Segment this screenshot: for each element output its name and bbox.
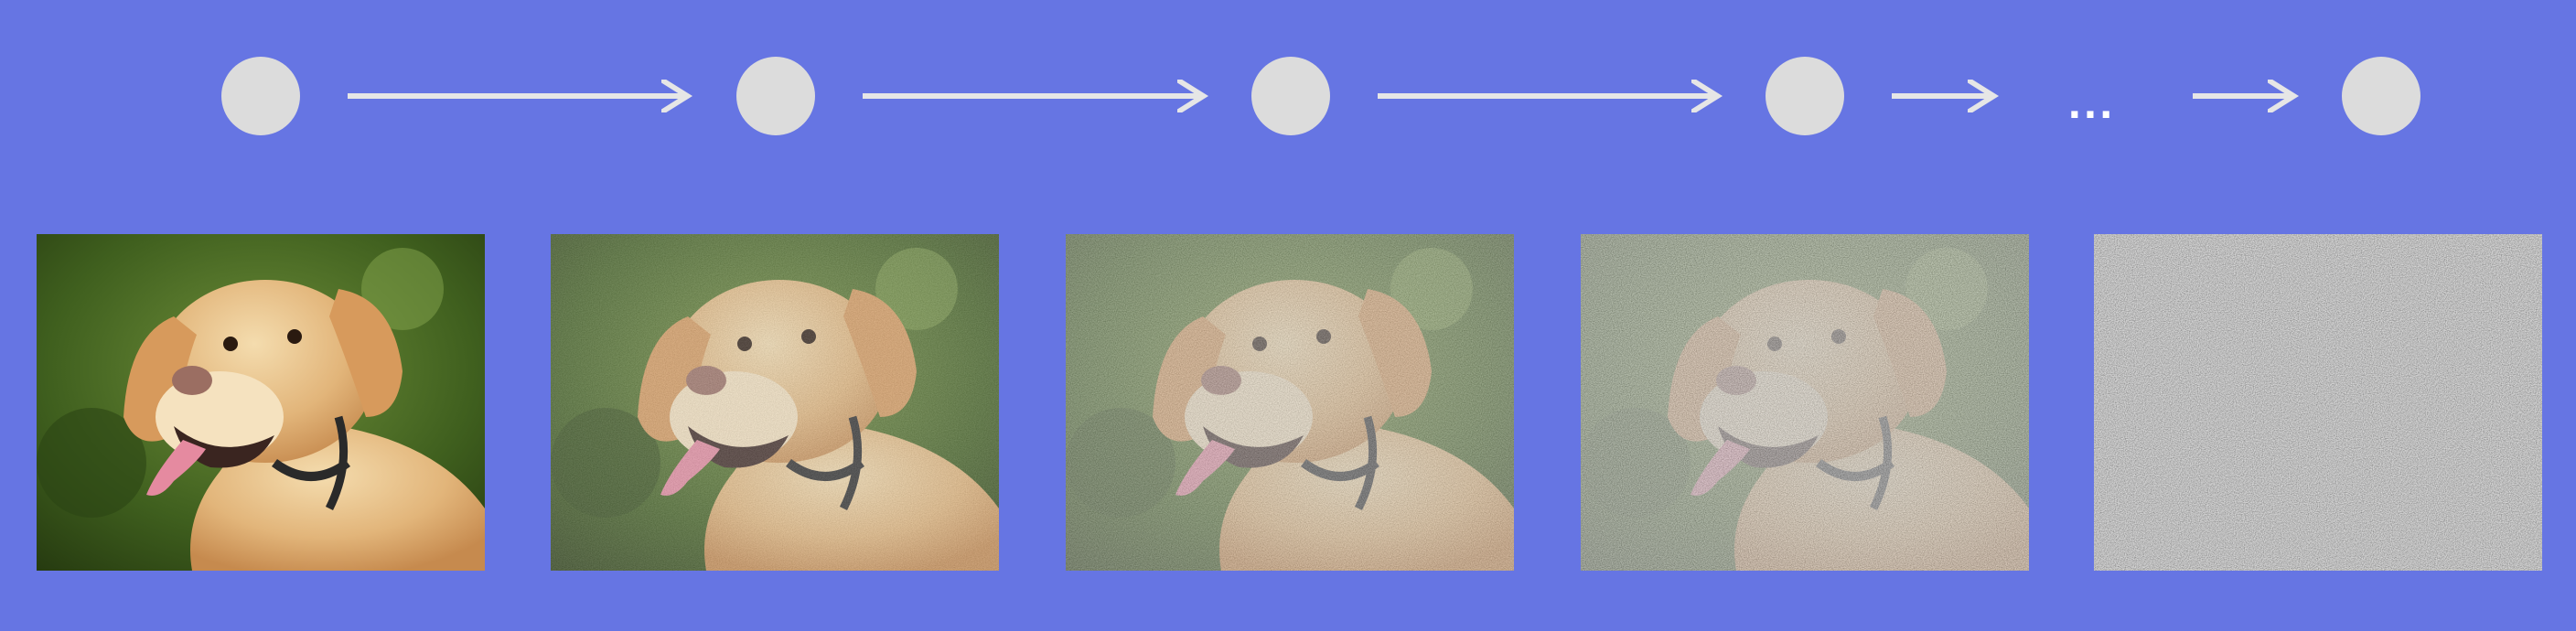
arrows-layer (348, 0, 2576, 183)
image-panel-x0 (37, 234, 485, 571)
image-panel-x3 (1581, 234, 2029, 571)
node-x0 (221, 57, 300, 135)
ellipsis: ... (2067, 85, 2115, 127)
panel-image (37, 234, 485, 571)
node-x2 (1251, 57, 1330, 135)
image-panel-x2 (1066, 234, 1514, 571)
panel-image (1066, 234, 1514, 571)
node-xT (2342, 57, 2420, 135)
image-panel-x1 (551, 234, 999, 571)
panel-image (2094, 234, 2542, 571)
node-x3 (1766, 57, 1844, 135)
panel-image (551, 234, 999, 571)
panel-image (1581, 234, 2029, 571)
node-x1 (736, 57, 815, 135)
image-panel-xT (2094, 234, 2542, 571)
